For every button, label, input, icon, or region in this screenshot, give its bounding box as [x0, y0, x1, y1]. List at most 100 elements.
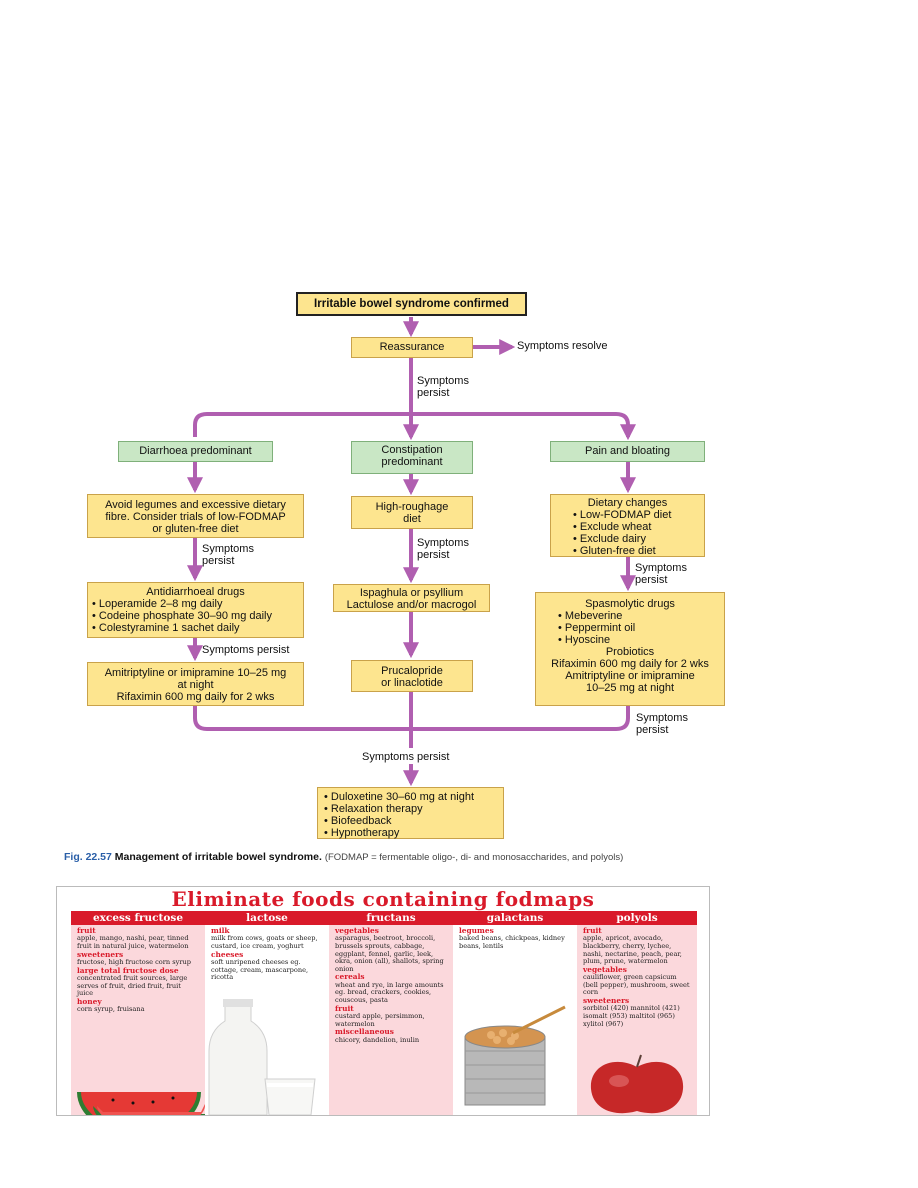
diarrhoea-persist1-label: Symptoms persist — [202, 543, 254, 567]
food-group: milk — [211, 926, 230, 935]
pain-persist2-label: Symptoms persist — [636, 712, 688, 736]
pain-persist1-label: Symptoms persist — [635, 562, 687, 586]
antidiarrhoeal-drugs-box: Antidiarrhoeal drugs Loperamide 2–8 mg d… — [87, 582, 304, 638]
antidiarrhoeal-item: Loperamide 2–8 mg daily — [92, 598, 299, 610]
dietary-changes-list: Low-FODMAP diet Exclude wheat Exclude da… — [555, 509, 700, 557]
constipation-persist1-line1: Symptoms — [417, 537, 469, 549]
final-therapy-box: Duloxetine 30–60 mg at night Relaxation … — [317, 787, 504, 839]
branch-diarrhoea-label: Diarrhoea predominant — [139, 445, 252, 457]
column-heading: lactose — [205, 911, 329, 925]
branch-pain-box: Pain and bloating — [550, 441, 705, 462]
column-heading: polyols — [577, 911, 697, 925]
spasmolytic-list: Mebeverine Peppermint oil Hyoscine — [540, 610, 720, 646]
food-list: apple, mango, nashi, pear, tinned fruit … — [77, 934, 189, 950]
spasmolytic-item: Mebeverine — [558, 610, 720, 622]
poster-column-excess-fructose: excess fructose fruit apple, mango, nash… — [71, 911, 210, 1115]
food-list: baked beans, chickpeas, kidney beans, le… — [459, 934, 565, 950]
food-list: sorbitol (420) mannitol (421) isomalt (9… — [583, 1004, 680, 1028]
constipation-persist1-line2: persist — [417, 549, 450, 561]
pain-persist1-line1: Symptoms — [635, 562, 687, 574]
spasmolytic-drugs-box: Spasmolytic drugs Mebeverine Peppermint … — [535, 592, 725, 706]
pain-persist2-line1: Symptoms — [636, 712, 688, 724]
food-list: soft unripened cheeses eg. cottage, crea… — [211, 958, 309, 982]
food-group: vegetables — [335, 926, 379, 935]
food-list: custard apple, persimmon, watermelon — [335, 1011, 425, 1028]
dietary-change-item: Exclude wheat — [573, 521, 700, 533]
dietary-change-item: Gluten-free diet — [573, 545, 700, 557]
poster-column-fructans: fructans vegetables asparagus, beetroot,… — [329, 911, 453, 1115]
food-list: asparagus, beetroot, broccoli, brussels … — [335, 934, 444, 973]
pain-amitriptyline-line1: Amitriptyline or imipramine — [565, 670, 695, 682]
poster-column-galactans: galactans legumes baked beans, chickpeas… — [453, 911, 577, 1115]
symptoms-resolve-label: Symptoms resolve — [517, 340, 608, 352]
reassurance-box: Reassurance — [351, 337, 473, 358]
pain-rifaximin-label: Rifaximin 600 mg daily for 2 wks — [551, 658, 709, 670]
food-group: miscellaneous — [335, 1027, 394, 1037]
diarrhoea-diet-line2: fibre. Consider trials of low-FODMAP — [105, 511, 286, 523]
figure-caption: Fig. 22.57 Management of irritable bowel… — [64, 851, 623, 863]
watermelon-image — [77, 1092, 210, 1115]
final-therapy-item: Relaxation therapy — [324, 803, 497, 815]
diarrhoea-amitriptyline-box: Amitriptyline or imipramine 10–25 mg at … — [87, 662, 304, 706]
dietary-change-item: Low-FODMAP diet — [573, 509, 700, 521]
branch-constipation-box: Constipation predominant — [351, 441, 473, 474]
diarrhoea-amitriptyline-line2: at night — [177, 679, 214, 691]
poster-left-margin — [57, 911, 71, 1115]
diarrhoea-persist1-line2: persist — [202, 555, 235, 567]
final-therapy-list: Duloxetine 30–60 mg at night Relaxation … — [324, 791, 497, 839]
food-group: honey — [77, 996, 102, 1006]
food-group: fruit — [583, 926, 602, 935]
antidiarrhoeal-title: Antidiarrhoeal drugs — [146, 586, 245, 598]
antidiarrhoeal-item: Codeine phosphate 30–90 mg daily — [92, 610, 299, 622]
baked-beans-can-image — [464, 1005, 566, 1106]
prucalopride-box: Prucalopride or linaclotide — [351, 660, 473, 692]
antidiarrhoeal-list: Loperamide 2–8 mg daily Codeine phosphat… — [92, 598, 299, 634]
symptoms-persist-top-line2: persist — [417, 387, 450, 399]
prucalopride-line2: or linaclotide — [381, 677, 443, 689]
food-list: apple, apricot, avocado, blackberry, che… — [583, 934, 682, 966]
diarrhoea-diet-box: Avoid legumes and excessive dietary fibr… — [87, 494, 304, 538]
antidiarrhoeal-item: Colestyramine 1 sachet daily — [92, 622, 299, 634]
symptoms-persist-top-line1: Symptoms — [417, 375, 469, 387]
food-group: cheeses — [211, 949, 244, 959]
food-list: cauliflower, green capsicum (bell pepper… — [583, 973, 690, 997]
food-group: cereals — [335, 972, 365, 982]
column-heading: galactans — [453, 911, 577, 925]
dietary-changes-box: Dietary changes Low-FODMAP diet Exclude … — [550, 494, 705, 557]
pain-amitriptyline-line2: 10–25 mg at night — [585, 682, 675, 694]
diarrhoea-persist2-label: Symptoms persist — [202, 644, 290, 656]
food-list: wheat and rye, in large amounts eg. brea… — [335, 980, 444, 1004]
high-roughage-line2: diet — [403, 513, 421, 525]
symptoms-persist-top-label: Symptoms persist — [417, 375, 469, 399]
spasmolytic-item: Hyoscine — [558, 634, 720, 646]
figure-note: (FODMAP = fermentable oligo-, di- and mo… — [324, 852, 624, 863]
red-apple-image — [590, 1054, 684, 1114]
prucalopride-line1: Prucalopride — [381, 665, 443, 677]
column-heading: fructans — [329, 911, 453, 925]
food-list: corn syrup, fruisana — [77, 1005, 145, 1014]
food-group: sweeteners — [583, 995, 630, 1005]
diarrhoea-amitriptyline-line1: Amitriptyline or imipramine 10–25 mg — [104, 667, 287, 679]
food-list: fructose, high fructose corn syrup — [77, 958, 191, 966]
final-therapy-item: Biofeedback — [324, 815, 497, 827]
ibs-confirmed-box: Irritable bowel syndrome confirmed — [296, 292, 527, 316]
column-heading: excess fructose — [71, 911, 205, 925]
pain-persist1-line2: persist — [635, 574, 668, 586]
food-group: vegetables — [583, 964, 627, 974]
branch-constipation-line2: predominant — [381, 456, 443, 468]
food-list: concentrated fruit sources, large serves… — [77, 974, 188, 998]
dietary-changes-title: Dietary changes — [587, 497, 668, 509]
poster-title: Eliminate foods containing fodmaps — [171, 887, 595, 911]
fodmap-poster: Eliminate foods containing fodmaps exces… — [56, 886, 710, 1116]
constipation-persist1-label: Symptoms persist — [417, 537, 469, 561]
reassurance-label: Reassurance — [379, 341, 445, 353]
food-group: large total fructose dose — [77, 965, 179, 975]
dietary-change-item: Exclude dairy — [573, 533, 700, 545]
ispaghula-line2: Lactulose and/or macrogol — [346, 599, 477, 611]
figure-title: Management of irritable bowel syndrome. — [114, 851, 322, 863]
ispaghula-line1: Ispaghula or psyllium — [359, 587, 464, 599]
figure-number: Fig. 22.57 — [64, 851, 112, 863]
high-roughage-line1: High-roughage — [375, 501, 449, 513]
diarrhoea-diet-line3: or gluten-free diet — [152, 523, 239, 535]
pain-persist2-line2: persist — [636, 724, 669, 736]
